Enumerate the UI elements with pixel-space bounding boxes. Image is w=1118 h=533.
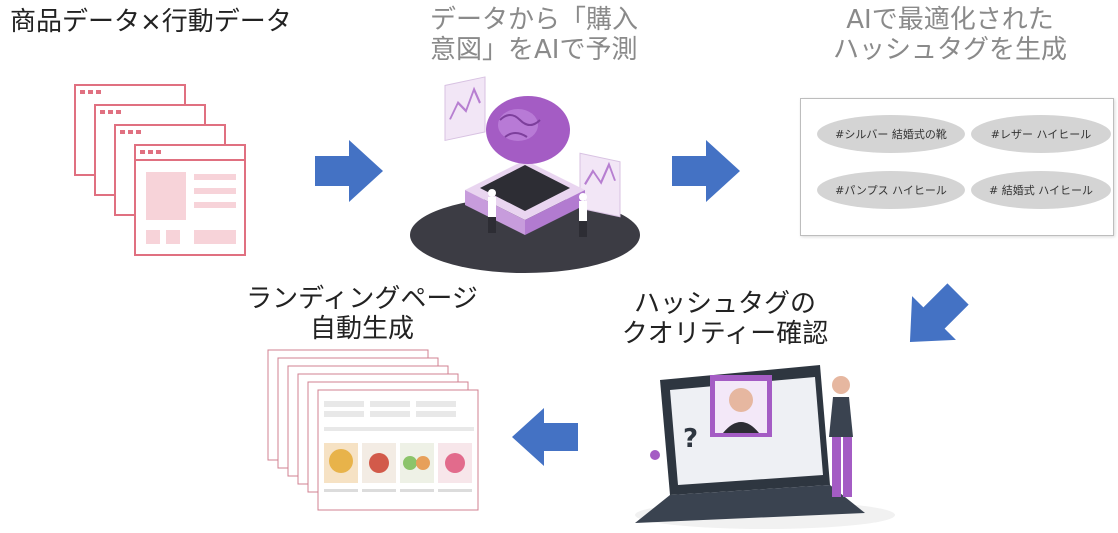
arrow-right-icon [315,140,383,202]
hashtag-label-line2: ハッシュタグを生成 [832,34,1067,65]
predict-step-label: データから「購入 意図」をAIで予測 [430,5,639,66]
hashtag-pill: #レザー ハイヒール [971,115,1111,153]
hashtag-pill: #パンプス ハイヒール [817,171,965,209]
predict-label-line2: 意図」をAIで予測 [430,34,638,65]
hashtag-label-line1: AIで最適化された [846,5,1054,35]
quality-label-line2: クオリティー確認 [621,318,829,349]
quality-label-line1: ハッシュタグの [633,289,816,319]
landing-pages-stack-icon [267,349,479,511]
quality-step-label: ハッシュタグの クオリティー確認 [600,289,850,350]
arrow-right-icon [672,140,740,202]
landing-step-label: ランディングページ 自動生成 [232,284,492,345]
hashtag-panel: #シルバー 結婚式の靴 #レザー ハイヒール #パンプス ハイヒール # 結婚式… [800,98,1114,236]
predict-label-line1: データから「購入 [430,5,639,35]
landing-label-line2: 自動生成 [309,313,414,344]
ai-prediction-illustration [410,76,640,273]
landing-label-line1: ランディングページ [246,284,478,314]
hashtag-pill: # 結婚式 ハイヒール [971,171,1111,209]
hashtag-step-label: AIで最適化された ハッシュタグを生成 [790,5,1110,66]
svg-text:?: ? [683,424,698,454]
data-step-label: 商品データ×行動データ [10,7,292,37]
arrow-left-icon [512,408,578,466]
arrow-down-left-icon [909,283,969,343]
stacked-documents-icon [74,84,246,256]
hashtag-pill: #シルバー 結婚式の靴 [817,115,965,153]
quality-check-illustration: ? [635,365,895,529]
